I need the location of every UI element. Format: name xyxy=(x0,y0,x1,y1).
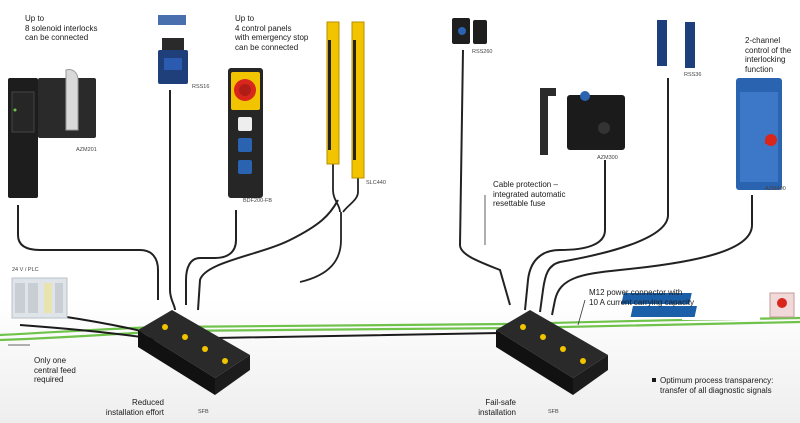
slc440-light-curtains xyxy=(326,21,365,179)
tag-rss260: RSS260 xyxy=(472,49,493,55)
tag-plc: 24 V / PLC xyxy=(12,267,39,273)
tag-sfb-right: SFB xyxy=(548,409,559,415)
note-cable-protection: Cable protection – integrated automatic … xyxy=(493,180,566,208)
azm400-device xyxy=(736,78,782,190)
note-solenoid-interlocks: Up to 8 solenoid interlocks can be conne… xyxy=(25,14,98,42)
sfb-module-left xyxy=(138,310,250,395)
note-failsafe: Fail-safe installation xyxy=(478,398,516,417)
rss260-device xyxy=(452,18,487,44)
bullet-square xyxy=(652,378,656,382)
bdf200-device xyxy=(228,68,263,198)
azm300-device xyxy=(540,88,625,155)
note-m12-connector: M12 power connector with 10 A current ca… xyxy=(589,288,694,307)
note-transparency: Optimum process transparency: transfer o… xyxy=(660,376,774,395)
rss36-device xyxy=(657,20,695,68)
note-reduced-effort: Reduced installation effort xyxy=(105,398,164,417)
profinet-logo xyxy=(621,292,760,320)
azm201-device xyxy=(8,69,96,198)
certification-badge xyxy=(769,292,795,318)
tag-slc440: SLC440 xyxy=(366,180,386,186)
note-control-panels: Up to 4 control panels with emergency st… xyxy=(235,14,309,52)
tag-azm201: AZM201 xyxy=(76,147,97,153)
left-device-cables xyxy=(17,90,339,311)
tag-azm400: AZM400 xyxy=(765,186,786,192)
tag-sfb-left: SFB xyxy=(198,409,209,415)
annotation-leaders xyxy=(8,195,586,346)
tag-azm300: AZM300 xyxy=(597,155,618,161)
note-one-central-feed: Only one central feed required xyxy=(34,356,76,384)
sfb-module-right xyxy=(496,310,608,395)
slc440-y-cable xyxy=(299,160,359,283)
tag-bdf200: BDF200-FB xyxy=(243,198,273,204)
tag-rss36: RSS36 xyxy=(684,72,702,78)
rss16-device xyxy=(158,15,188,84)
note-two-channel: 2-channel control of the interlocking fu… xyxy=(745,36,792,74)
tag-rss16: RSS16 xyxy=(192,84,210,90)
right-device-cables xyxy=(458,49,753,316)
plc-unit xyxy=(11,277,68,319)
